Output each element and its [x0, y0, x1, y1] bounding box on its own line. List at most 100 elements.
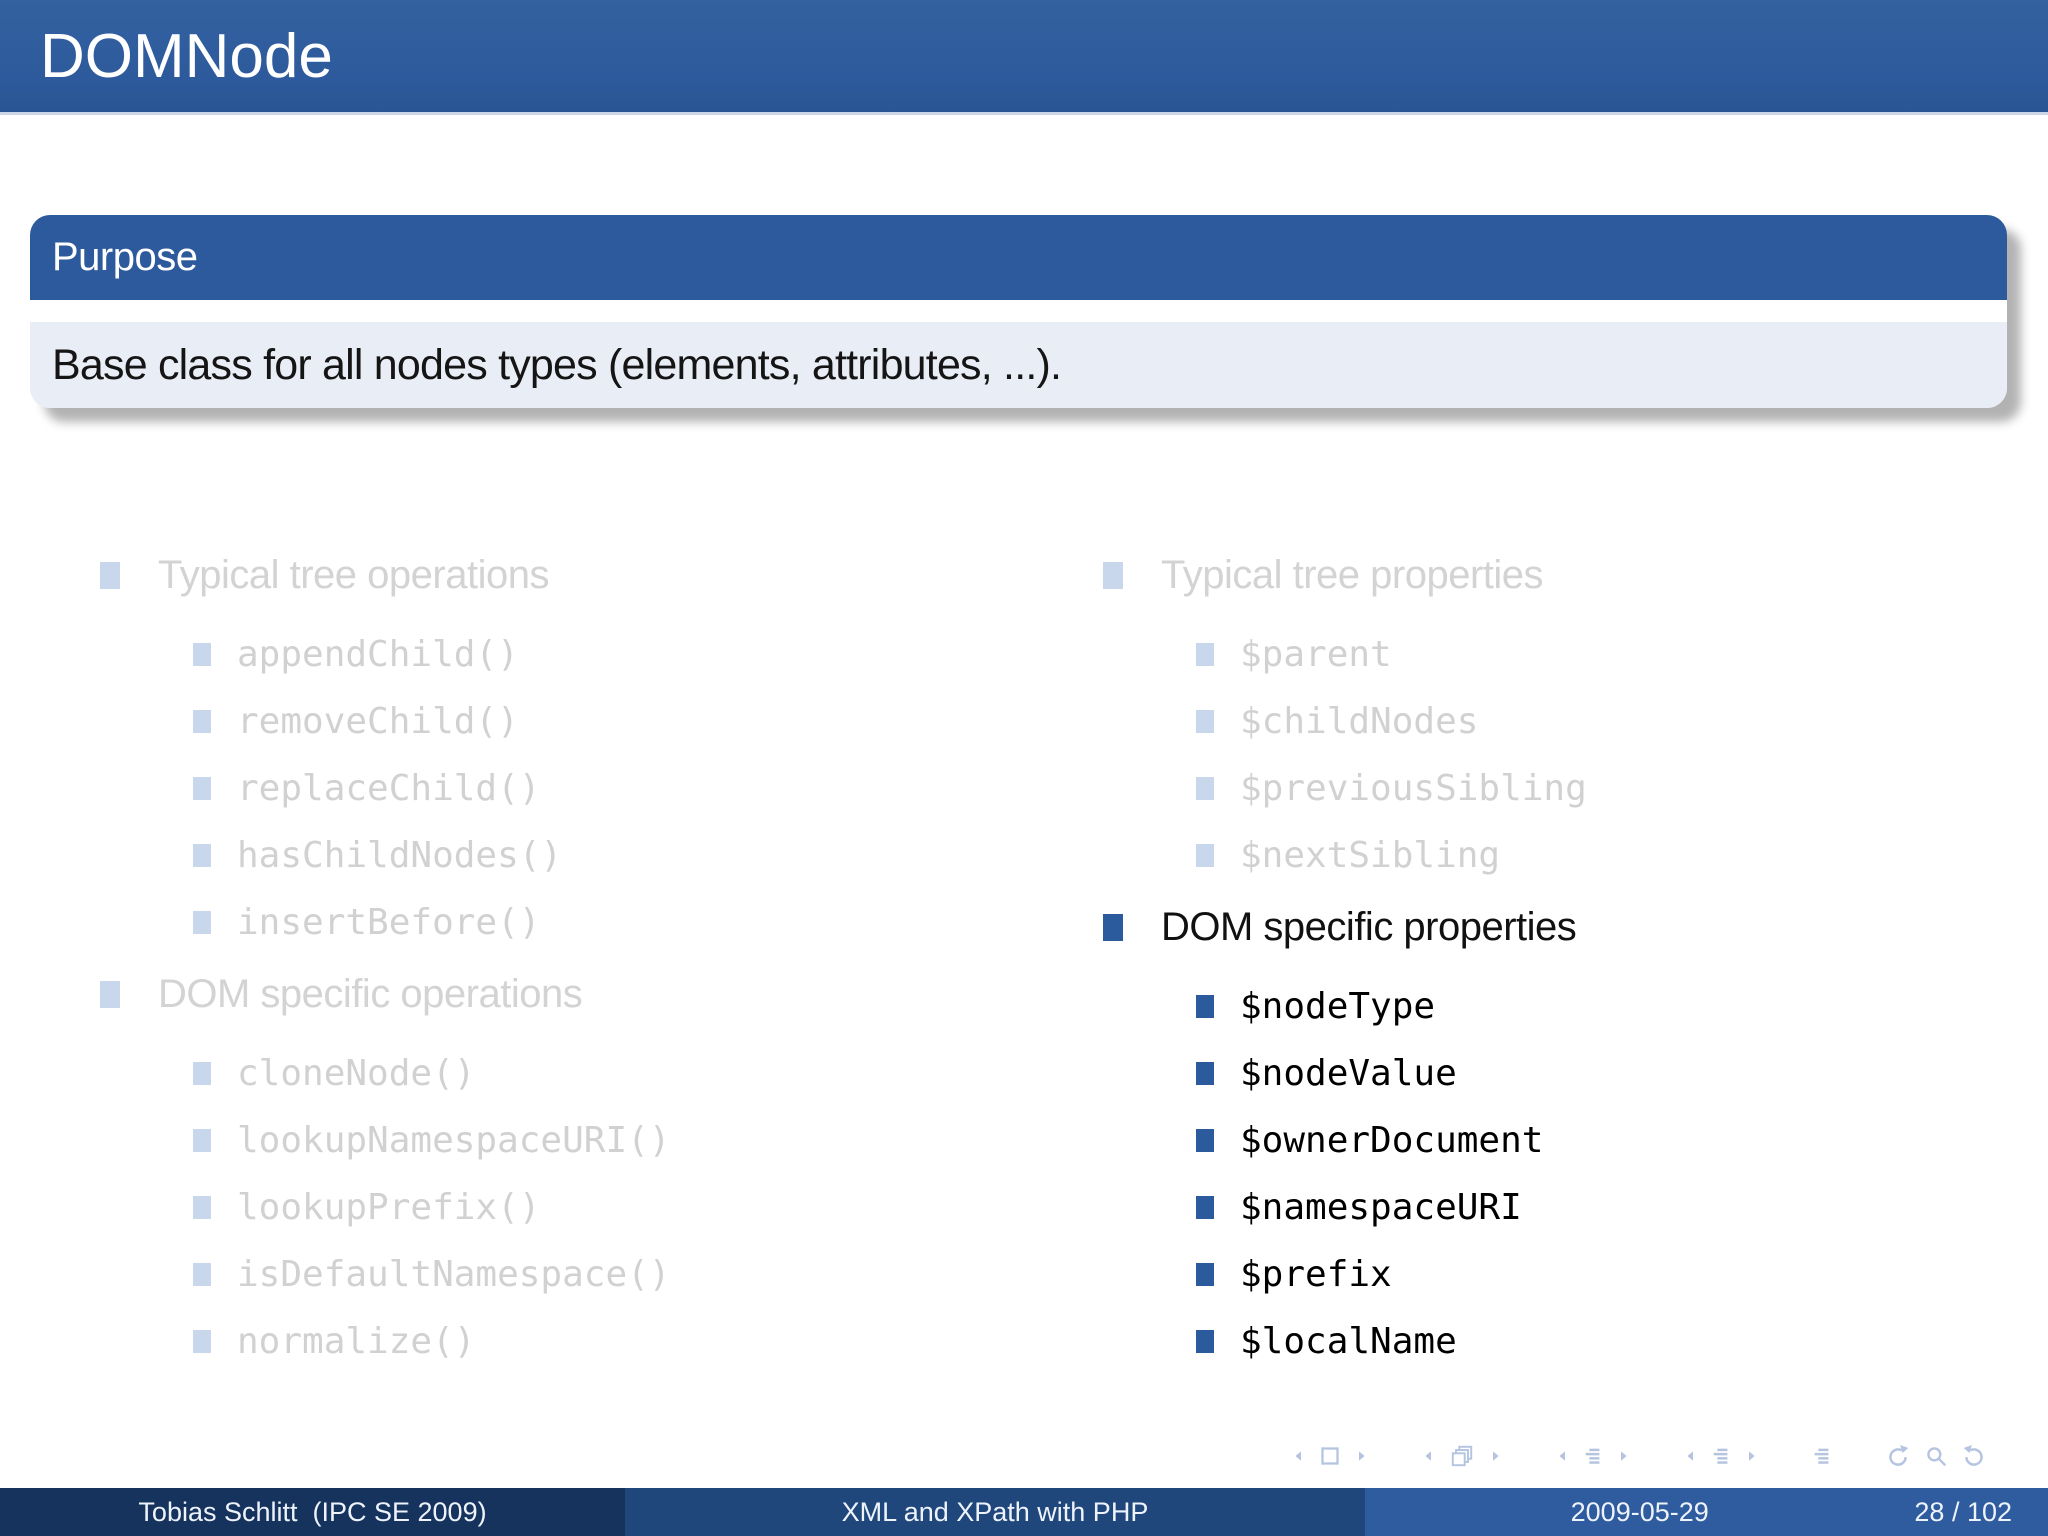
bullet-square-icon	[1196, 643, 1214, 666]
bullet-square-icon	[1196, 844, 1214, 867]
frame-prev-icon[interactable]	[1421, 1443, 1436, 1469]
list-heading: Typical tree operations	[100, 548, 1103, 602]
bullet-square-icon	[1196, 1062, 1214, 1085]
subsection-icon[interactable]	[1710, 1443, 1732, 1469]
slide-icon[interactable]	[1318, 1443, 1342, 1469]
sub-item-list: $nodeType $nodeValue $ownerDocument $namesp…	[1103, 984, 2008, 1364]
bullet-square-icon	[1103, 913, 1123, 941]
list-item: lookupPrefix()	[193, 1185, 1103, 1230]
frames-icon[interactable]	[1448, 1443, 1476, 1469]
nav-symbol-group	[1285, 1443, 1375, 1469]
list-item-label: $ownerDocument	[1240, 1120, 1544, 1161]
list-item-label: removeChild()	[237, 701, 519, 742]
bullet-square-icon	[1196, 1263, 1214, 1286]
list-item: replaceChild()	[193, 766, 1103, 811]
frame-next-icon[interactable]	[1488, 1443, 1503, 1469]
list-heading-label: DOM specific operations	[158, 971, 583, 1016]
list-heading-label: DOM specific properties	[1161, 904, 1577, 949]
list-item: $previousSibling	[1196, 766, 2008, 811]
purpose-block-title: Purpose	[52, 235, 198, 279]
list-item: $prefix	[1196, 1252, 2008, 1297]
section-prev-icon[interactable]	[1555, 1443, 1570, 1469]
purpose-block-text: Base class for all nodes types (elements…	[52, 340, 1062, 389]
bullet-square-icon	[1196, 995, 1214, 1018]
list-item: lookupNamespaceURI()	[193, 1118, 1103, 1163]
list-item-label: $nextSibling	[1240, 835, 1501, 876]
beamer-navigation-symbols	[1285, 1436, 1993, 1476]
list-heading: DOM specific properties	[1103, 900, 2008, 954]
list-section: Typical tree properties $parent $childNode…	[1103, 548, 2008, 878]
bullet-square-icon	[100, 561, 120, 589]
list-item-label: cloneNode()	[237, 1053, 476, 1094]
list-item: removeChild()	[193, 699, 1103, 744]
nav-symbol-group	[1549, 1443, 1637, 1469]
footline: Tobias Schlitt (IPC SE 2009) XML and XPa…	[0, 1488, 2048, 1536]
bullet-square-icon	[1196, 1330, 1214, 1353]
slide-content: Typical tree operations appendChild() remo…	[100, 548, 2008, 1386]
bullet-square-icon	[193, 1062, 211, 1085]
list-item: insertBefore()	[193, 900, 1103, 945]
list-item-label: appendChild()	[237, 634, 519, 675]
bullet-square-icon	[1196, 1129, 1214, 1152]
list-item: $namespaceURI	[1196, 1185, 2008, 1230]
list-heading: DOM specific operations	[100, 967, 1103, 1021]
list-item-label: normalize()	[237, 1321, 476, 1362]
slide-prev-icon[interactable]	[1291, 1443, 1306, 1469]
nav-symbol-group	[1879, 1443, 1993, 1469]
footline-author-box: Tobias Schlitt (IPC SE 2009)	[0, 1488, 625, 1536]
bullet-square-icon	[193, 1263, 211, 1286]
list-item-label: $namespaceURI	[1240, 1187, 1522, 1228]
appendix-icon[interactable]	[1811, 1443, 1833, 1469]
list-item-label: $nodeType	[1240, 986, 1436, 1027]
list-item-label: insertBefore()	[237, 902, 541, 943]
purpose-block: Purpose Base class for all nodes types (…	[30, 215, 2007, 408]
list-section: DOM specific operations cloneNode() lookup…	[100, 967, 1103, 1364]
section-next-icon[interactable]	[1616, 1443, 1631, 1469]
list-item: $nodeValue	[1196, 1051, 2008, 1096]
subsection-prev-icon[interactable]	[1683, 1443, 1698, 1469]
bullet-square-icon	[1103, 561, 1123, 589]
sub-item-list: appendChild() removeChild() replaceChild()…	[100, 632, 1103, 945]
list-item-label: $nodeValue	[1240, 1053, 1457, 1094]
bullet-square-icon	[193, 777, 211, 800]
footline-talk-title: XML and XPath with PHP	[841, 1496, 1149, 1527]
section-icon[interactable]	[1582, 1443, 1604, 1469]
list-item: $childNodes	[1196, 699, 2008, 744]
list-item: $parent	[1196, 632, 2008, 677]
list-section: DOM specific properties $nodeType $nodeVal…	[1103, 900, 2008, 1364]
bullet-square-icon	[1196, 777, 1214, 800]
list-item-label: hasChildNodes()	[237, 835, 563, 876]
bullet-square-icon	[193, 710, 211, 733]
bullet-square-icon	[193, 643, 211, 666]
list-item-label: $previousSibling	[1240, 768, 1587, 809]
bullet-square-icon	[1196, 710, 1214, 733]
list-item-label: $prefix	[1240, 1254, 1392, 1295]
bullet-square-icon	[193, 844, 211, 867]
list-item: cloneNode()	[193, 1051, 1103, 1096]
list-item: $localName	[1196, 1319, 2008, 1364]
list-heading: Typical tree properties	[1103, 548, 2008, 602]
list-item-label: $localName	[1240, 1321, 1457, 1362]
list-heading-label: Typical tree operations	[158, 552, 549, 597]
list-item-label: replaceChild()	[237, 768, 541, 809]
list-heading-label: Typical tree properties	[1161, 552, 1544, 597]
nav-symbol-group	[1677, 1443, 1765, 1469]
search-icon[interactable]	[1923, 1443, 1949, 1469]
bullet-square-icon	[193, 1330, 211, 1353]
list-item: $nextSibling	[1196, 833, 2008, 878]
subsection-next-icon[interactable]	[1744, 1443, 1759, 1469]
purpose-block-header: Purpose	[30, 215, 2007, 300]
back-icon[interactable]	[1885, 1443, 1911, 1469]
footline-date: 2009-05-29	[1570, 1496, 1709, 1527]
footline-date-box: 2009-05-29 28 / 102	[1365, 1488, 2048, 1536]
list-item: $ownerDocument	[1196, 1118, 2008, 1163]
forward-icon[interactable]	[1961, 1443, 1987, 1469]
footline-page-number: 28 / 102	[1914, 1496, 2012, 1527]
list-item: $nodeType	[1196, 984, 2008, 1029]
slide-next-icon[interactable]	[1354, 1443, 1369, 1469]
list-item: normalize()	[193, 1319, 1103, 1364]
sub-item-list: $parent $childNodes $previousSibling $nextS…	[1103, 632, 2008, 878]
column-operations: Typical tree operations appendChild() remo…	[100, 548, 1103, 1386]
purpose-block-body: Base class for all nodes types (elements…	[30, 322, 2007, 408]
